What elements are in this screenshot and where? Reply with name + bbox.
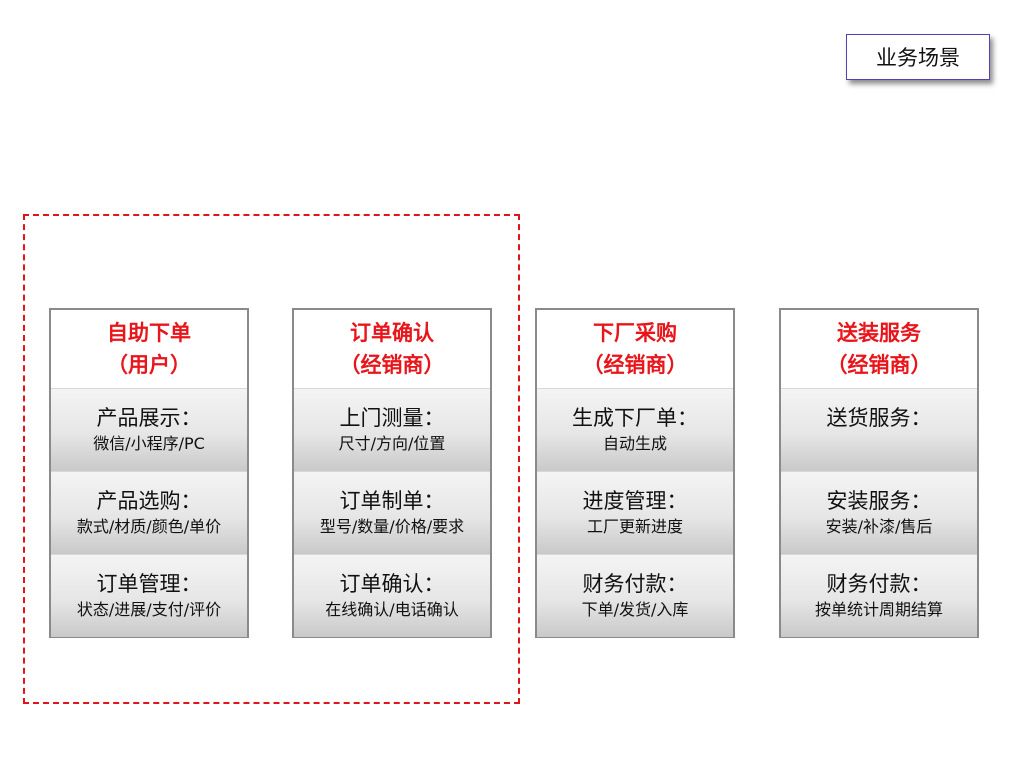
item-desc: 型号/数量/价格/要求 xyxy=(319,517,465,536)
item-desc: 微信/小程序/PC xyxy=(93,434,205,453)
stage-item: 送货服务： xyxy=(781,388,977,471)
column-title: 订单确认 xyxy=(350,321,434,345)
stage-item: 财务付款： 下单/发货/入库 xyxy=(537,554,733,637)
item-title: 订单确认： xyxy=(339,572,445,596)
column-header: 送装服务 （经销商） xyxy=(781,310,977,388)
column-header: 下厂采购 （经销商） xyxy=(537,310,733,388)
column-title: 送装服务 xyxy=(837,321,921,345)
item-desc: 按单统计周期结算 xyxy=(814,600,943,619)
column-self-order: 自助下单 （用户） 产品展示： 微信/小程序/PC 产品选购： 款式/材质/颜色… xyxy=(49,308,249,638)
stage-item: 财务付款： 按单统计周期结算 xyxy=(781,554,977,637)
column-title: 自助下单 xyxy=(107,321,191,345)
item-title: 产品选购： xyxy=(96,489,202,513)
column-subtitle: （经销商） xyxy=(339,353,445,377)
scene-tag: 业务场景 xyxy=(846,34,990,80)
item-title: 进度管理： xyxy=(582,489,688,513)
item-title: 财务付款： xyxy=(582,572,688,596)
item-desc: 状态/进展/支付/评价 xyxy=(76,600,222,619)
column-header: 自助下单 （用户） xyxy=(51,310,247,388)
column-delivery-install: 送装服务 （经销商） 送货服务： 安装服务： 安装/补漆/售后 财务付款： 按单… xyxy=(779,308,979,638)
item-desc: 自动生成 xyxy=(602,434,667,453)
column-header: 订单确认 （经销商） xyxy=(294,310,490,388)
stage-item: 产品选购： 款式/材质/颜色/单价 xyxy=(51,471,247,554)
stage-item: 安装服务： 安装/补漆/售后 xyxy=(781,471,977,554)
item-desc: 工厂更新进度 xyxy=(586,517,683,536)
item-title: 产品展示： xyxy=(96,406,202,430)
stage-item: 订单制单： 型号/数量/价格/要求 xyxy=(294,471,490,554)
item-title: 订单管理： xyxy=(96,572,202,596)
stage-item: 订单确认： 在线确认/电话确认 xyxy=(294,554,490,637)
column-subtitle: （经销商） xyxy=(826,353,932,377)
column-title: 下厂采购 xyxy=(593,321,677,345)
stage-item: 进度管理： 工厂更新进度 xyxy=(537,471,733,554)
column-subtitle: （经销商） xyxy=(582,353,688,377)
item-desc: 下单/发货/入库 xyxy=(581,600,689,619)
stage-item: 生成下厂单： 自动生成 xyxy=(537,388,733,471)
item-desc: 款式/材质/颜色/单价 xyxy=(76,517,222,536)
item-desc: 安装/补漆/售后 xyxy=(825,517,933,536)
column-subtitle: （用户） xyxy=(107,353,191,377)
item-desc: 尺寸/方向/位置 xyxy=(338,434,446,453)
item-title: 安装服务： xyxy=(826,489,932,513)
stage-item: 上门测量： 尺寸/方向/位置 xyxy=(294,388,490,471)
item-title: 订单制单： xyxy=(339,489,445,513)
item-title: 生成下厂单： xyxy=(572,406,698,430)
item-title: 送货服务： xyxy=(826,406,932,430)
stage-item: 订单管理： 状态/进展/支付/评价 xyxy=(51,554,247,637)
item-title: 上门测量： xyxy=(339,406,445,430)
highlight-frame xyxy=(23,214,520,704)
item-desc: 在线确认/电话确认 xyxy=(325,600,459,619)
stage-item: 产品展示： 微信/小程序/PC xyxy=(51,388,247,471)
column-order-confirm: 订单确认 （经销商） 上门测量： 尺寸/方向/位置 订单制单： 型号/数量/价格… xyxy=(292,308,492,638)
item-title: 财务付款： xyxy=(826,572,932,596)
column-factory-purchase: 下厂采购 （经销商） 生成下厂单： 自动生成 进度管理： 工厂更新进度 财务付款… xyxy=(535,308,735,638)
